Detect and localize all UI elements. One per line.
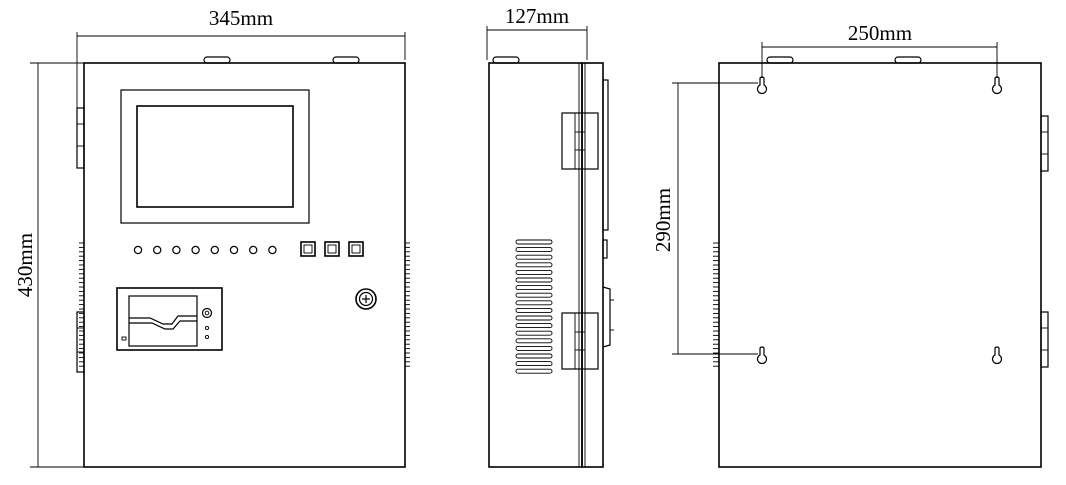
indicator-light-icon — [248, 245, 258, 255]
key-lock-icon — [355, 288, 377, 310]
printer-icon — [116, 287, 223, 351]
indicator-light-icon — [191, 245, 200, 255]
indicator-light-icon — [210, 245, 219, 255]
label-side-depth: 127mm — [505, 4, 569, 28]
back-body — [718, 62, 1042, 468]
indicator-light-icon — [133, 245, 143, 255]
side-door — [581, 62, 604, 468]
label-mount-horizontal: 250mm — [848, 21, 912, 45]
display-bezel — [120, 89, 310, 224]
front-body — [83, 62, 406, 468]
label-mount-vertical: 290mm — [651, 188, 675, 252]
indicator-light-icon — [229, 245, 239, 255]
dimension-mount-horizontal: 250mm — [761, 21, 998, 78]
dimension-mount-vertical: 290mm — [651, 82, 758, 355]
dimension-front-width: 345mm — [76, 6, 406, 108]
front-vents-right — [405, 242, 410, 367]
keyhole-mount-icon — [991, 346, 1003, 365]
indicator-light-icon — [268, 245, 277, 255]
keyhole-mount-icon — [756, 76, 768, 95]
side-vent-slots — [515, 239, 553, 374]
side-hinges — [561, 112, 599, 370]
keyhole-mount-icon — [991, 76, 1003, 95]
front-left-hinges — [76, 107, 85, 373]
front-vents-left — [79, 242, 84, 367]
back-right-hinges — [1040, 115, 1049, 368]
label-front-height: 430mm — [13, 233, 37, 297]
back-vents-left — [713, 242, 719, 367]
display-screen — [136, 105, 294, 208]
back-view: 250mm 290mm — [651, 21, 1049, 468]
keyhole-mount-icon — [756, 346, 768, 365]
square-button-icon — [324, 241, 340, 257]
indicator-lights — [133, 245, 277, 255]
square-button-icon — [300, 241, 316, 257]
label-front-width: 345mm — [209, 6, 273, 30]
square-button-icon — [348, 241, 364, 257]
indicator-light-icon — [152, 245, 162, 255]
dimension-front-height: 430mm — [13, 62, 84, 468]
front-view: 345mm 430mm — [13, 6, 410, 468]
side-view: 127mm — [486, 4, 614, 468]
indicator-light-icon — [172, 245, 181, 255]
dimension-side-depth: 127mm — [486, 4, 588, 60]
keyhole-mounts — [756, 76, 1003, 365]
square-buttons — [300, 241, 364, 257]
side-body — [488, 62, 583, 468]
